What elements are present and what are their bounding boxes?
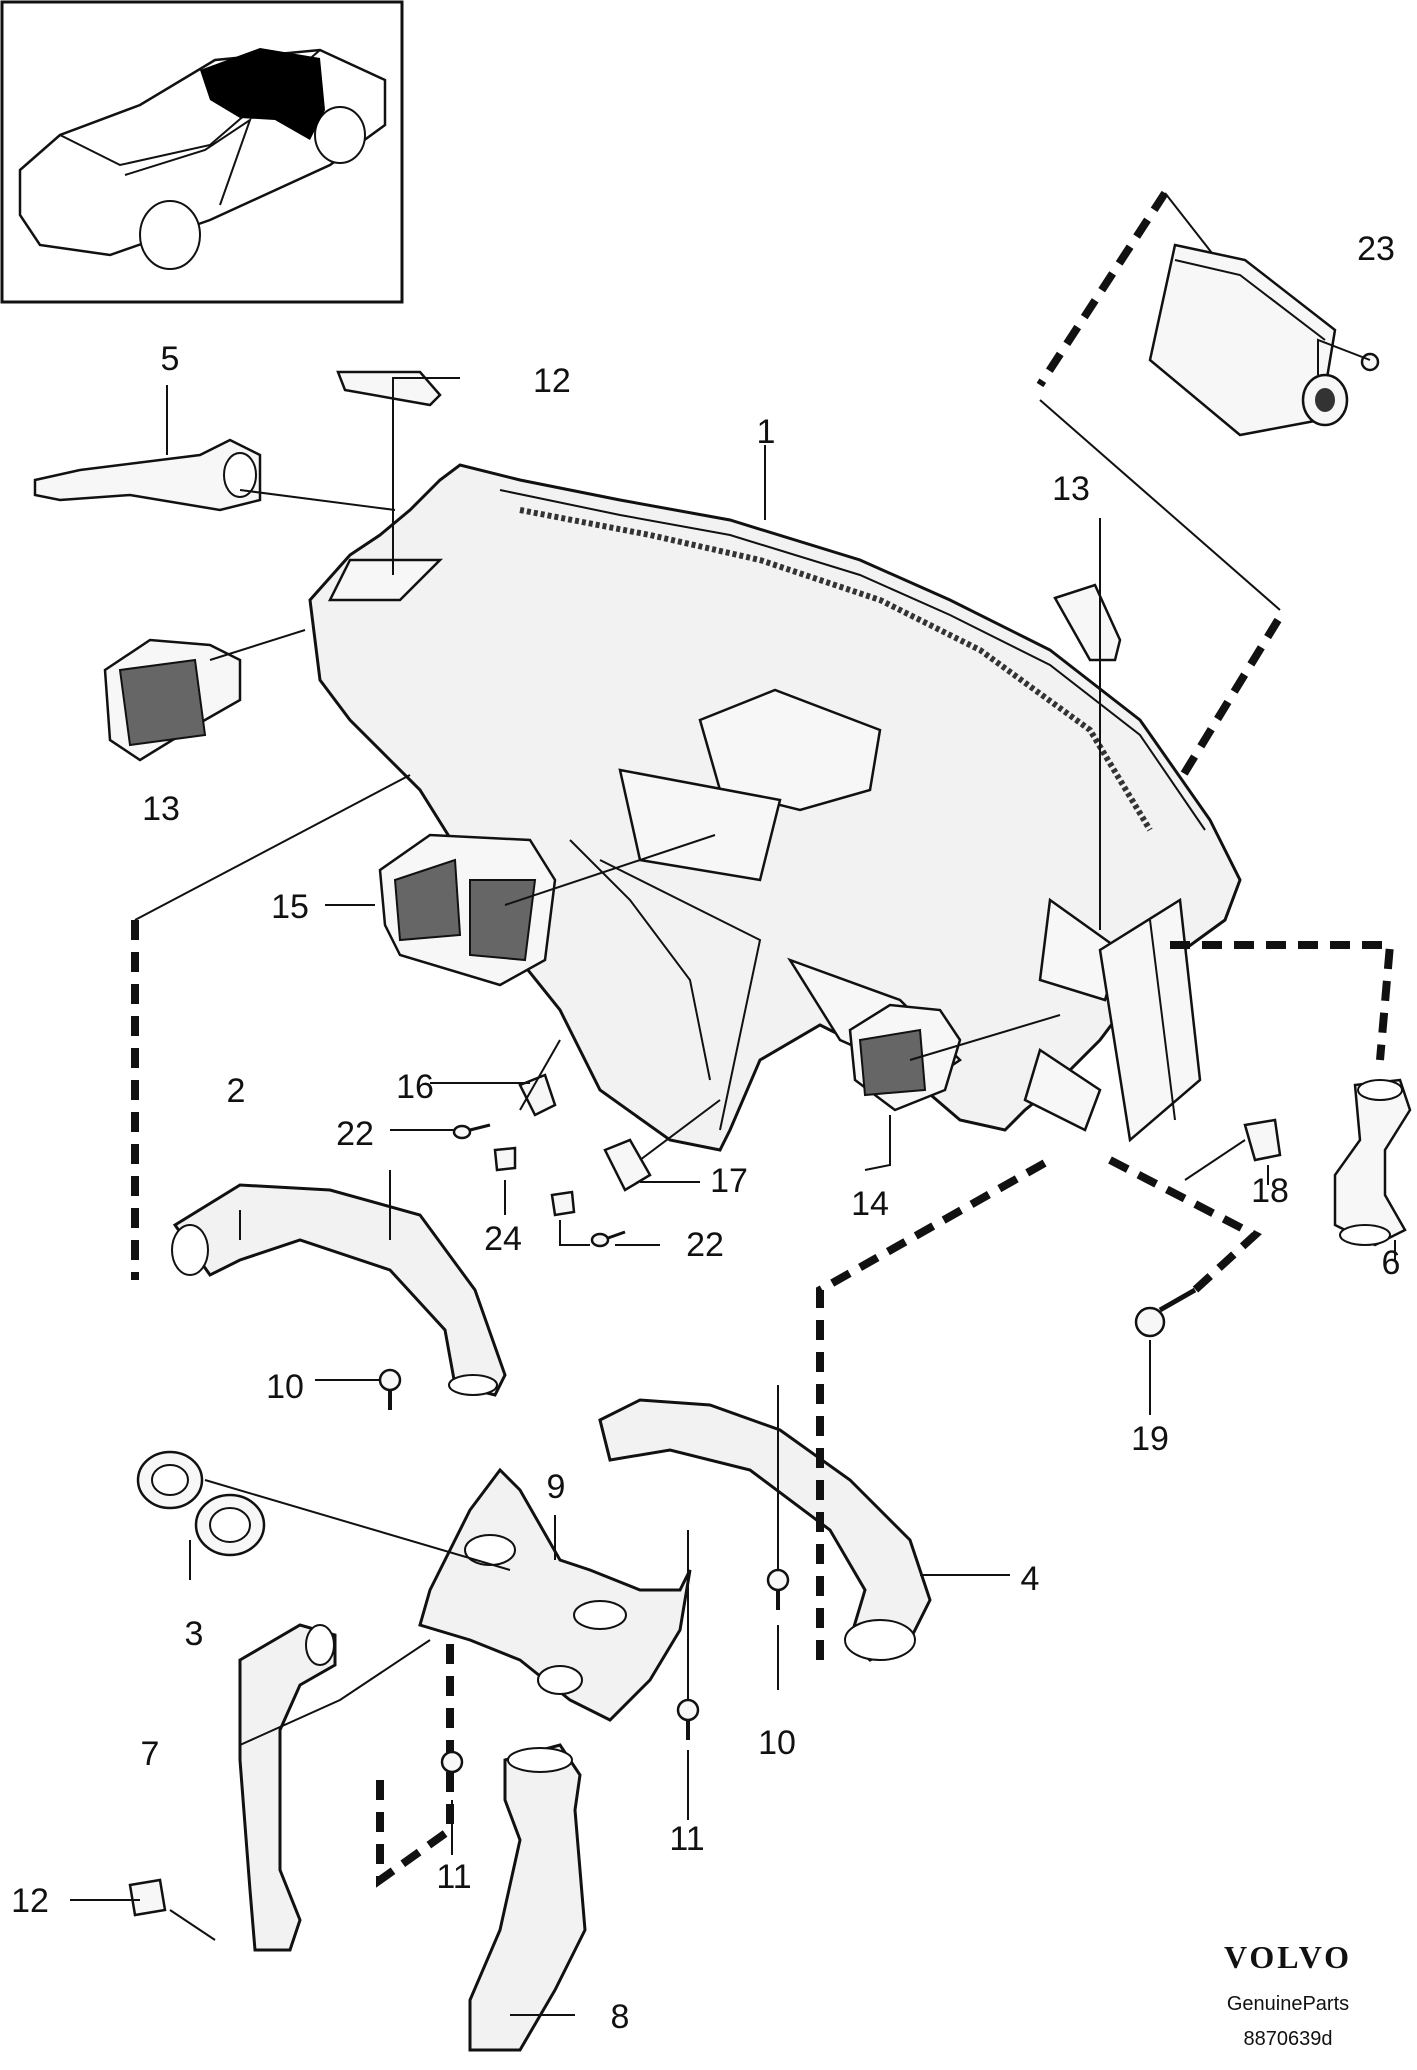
screw-22b	[590, 1230, 626, 1248]
brand-block: VOLVO GenuineParts 8870639d	[1224, 1939, 1352, 2050]
screw-21	[1108, 1156, 1262, 1338]
part-number: 8870639d	[1244, 2028, 1333, 2050]
car-location-inset	[0, 0, 404, 304]
callout-20: 18	[1251, 1172, 1289, 1210]
callout-6: 6	[1382, 1244, 1401, 1282]
callout-13: 13	[1052, 470, 1090, 508]
callout-7: 7	[141, 1735, 160, 1773]
callout-24: 24	[484, 1220, 522, 1258]
callout-23: 23	[1357, 230, 1395, 268]
callout-11a: 11	[436, 1858, 471, 1896]
callout-3: 3	[185, 1615, 204, 1653]
side-duct-left	[33, 438, 262, 512]
callout-10a: 10	[266, 1368, 304, 1406]
callout-17: 15	[271, 888, 309, 926]
callout-8: 8	[611, 1998, 630, 2036]
speaker-grille-right	[1053, 583, 1122, 662]
callouts: 5 12 1 13 23 13 15 16 2 22 17 24 22 14 1…	[11, 230, 1400, 2036]
duct-8	[468, 1743, 587, 2052]
bracket-18	[518, 1073, 557, 1117]
vent-left	[103, 638, 242, 762]
callout-1: 1	[757, 413, 776, 451]
callout-22b: 22	[686, 1226, 724, 1264]
callout-2: 2	[227, 1072, 246, 1110]
distribution-box	[418, 1467, 692, 1722]
callout-18: 16	[396, 1068, 434, 1106]
callout-9: 9	[547, 1468, 566, 1506]
volvo-logo: VOLVO	[1224, 1939, 1352, 1975]
clip-20	[1243, 1118, 1282, 1162]
vent-right	[848, 1003, 962, 1112]
screw-11b	[676, 1698, 700, 1740]
connector-3	[136, 1450, 266, 1557]
center-vent	[378, 833, 557, 987]
callout-16: 14	[851, 1185, 889, 1223]
duct-7	[238, 1623, 454, 1952]
callout-21: 19	[1131, 1420, 1169, 1458]
leader-lines	[70, 338, 1396, 2016]
callout-12: 12	[533, 362, 571, 400]
callout-22a: 22	[336, 1115, 374, 1153]
bracket-19	[603, 1138, 652, 1192]
nut-24	[493, 1146, 517, 1172]
duct-4	[598, 1156, 1052, 1662]
airbag-module	[1036, 190, 1380, 803]
dashboard-highlight	[200, 48, 325, 140]
duct-2	[131, 774, 507, 1397]
callout-10b: 10	[758, 1724, 796, 1762]
screw-11a	[440, 1750, 464, 1792]
side-duct-right	[1170, 941, 1412, 1247]
speaker-grille-left	[336, 370, 442, 407]
nut-24b	[550, 1190, 576, 1217]
callout-11b: 11	[669, 1820, 704, 1858]
clip-14	[128, 1878, 167, 1917]
genuine-parts-label: GenuineParts	[1227, 1993, 1349, 2015]
callout-4: 4	[1021, 1560, 1040, 1598]
screw-10b	[766, 1568, 790, 1610]
callout-15: 13	[142, 790, 180, 828]
screw-22a	[452, 1123, 491, 1140]
callout-14: 12	[11, 1882, 49, 1920]
callout-5: 5	[161, 340, 180, 378]
screw-10a	[378, 1368, 402, 1410]
callout-19: 17	[710, 1162, 748, 1200]
